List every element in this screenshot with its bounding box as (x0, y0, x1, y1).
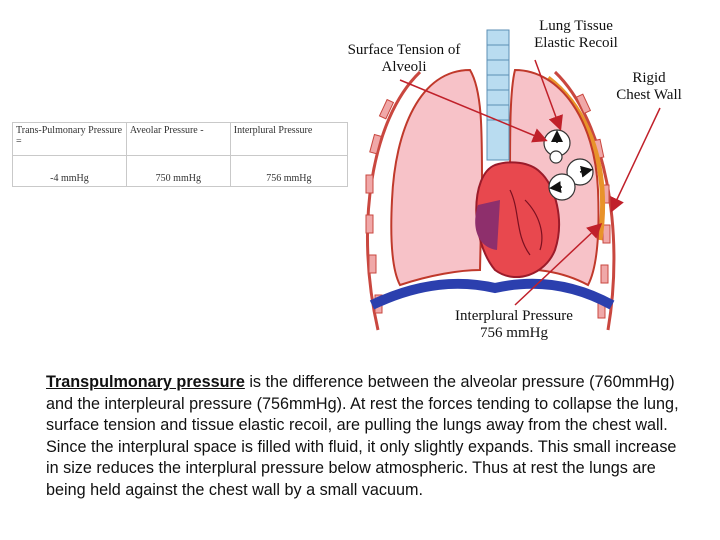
table-header-cell: Interplural Pressure (230, 123, 347, 156)
trachea (487, 30, 509, 160)
description-paragraph: Transpulmonary pressure is the differenc… (46, 372, 686, 501)
left-lung (391, 70, 482, 285)
pressure-table: Trans-Pulmonary Pressure = Aveolar Press… (12, 122, 348, 187)
diaphragm (372, 284, 612, 305)
description-term: Transpulmonary pressure (46, 373, 245, 391)
label-rigid-chest-wall: Rigid Chest Wall (608, 70, 690, 104)
table-cell: 750 mmHg (126, 156, 230, 187)
label-lung-tissue: Lung Tissue Elastic Recoil (524, 18, 628, 52)
table-header-cell: Aveolar Pressure - (126, 123, 230, 156)
label-lung-tissue-line2: Elastic Recoil (524, 35, 628, 52)
table-header-cell: Trans-Pulmonary Pressure = (13, 123, 127, 156)
table-row: -4 mmHg 750 mmHg 756 mmHg (13, 156, 348, 187)
label-rigid-chest-wall-line1: Rigid (608, 70, 690, 87)
label-interplural-pressure: Interplural Pressure 756 mmHg (440, 308, 588, 342)
label-lung-tissue-line1: Lung Tissue (524, 18, 628, 35)
description-body: is the difference between the alveolar p… (46, 373, 679, 499)
label-rigid-chest-wall-line2: Chest Wall (608, 87, 690, 104)
label-surface-tension-line2: Alveoli (338, 59, 470, 76)
label-interplural-line2: 756 mmHg (440, 325, 588, 342)
table-row: Trans-Pulmonary Pressure = Aveolar Press… (13, 123, 348, 156)
label-interplural-line1: Interplural Pressure (440, 308, 588, 325)
label-surface-tension-line1: Surface Tension of (338, 42, 470, 59)
table-cell: -4 mmHg (13, 156, 127, 187)
label-surface-tension: Surface Tension of Alveoli (338, 42, 470, 76)
table-cell: 756 mmHg (230, 156, 347, 187)
